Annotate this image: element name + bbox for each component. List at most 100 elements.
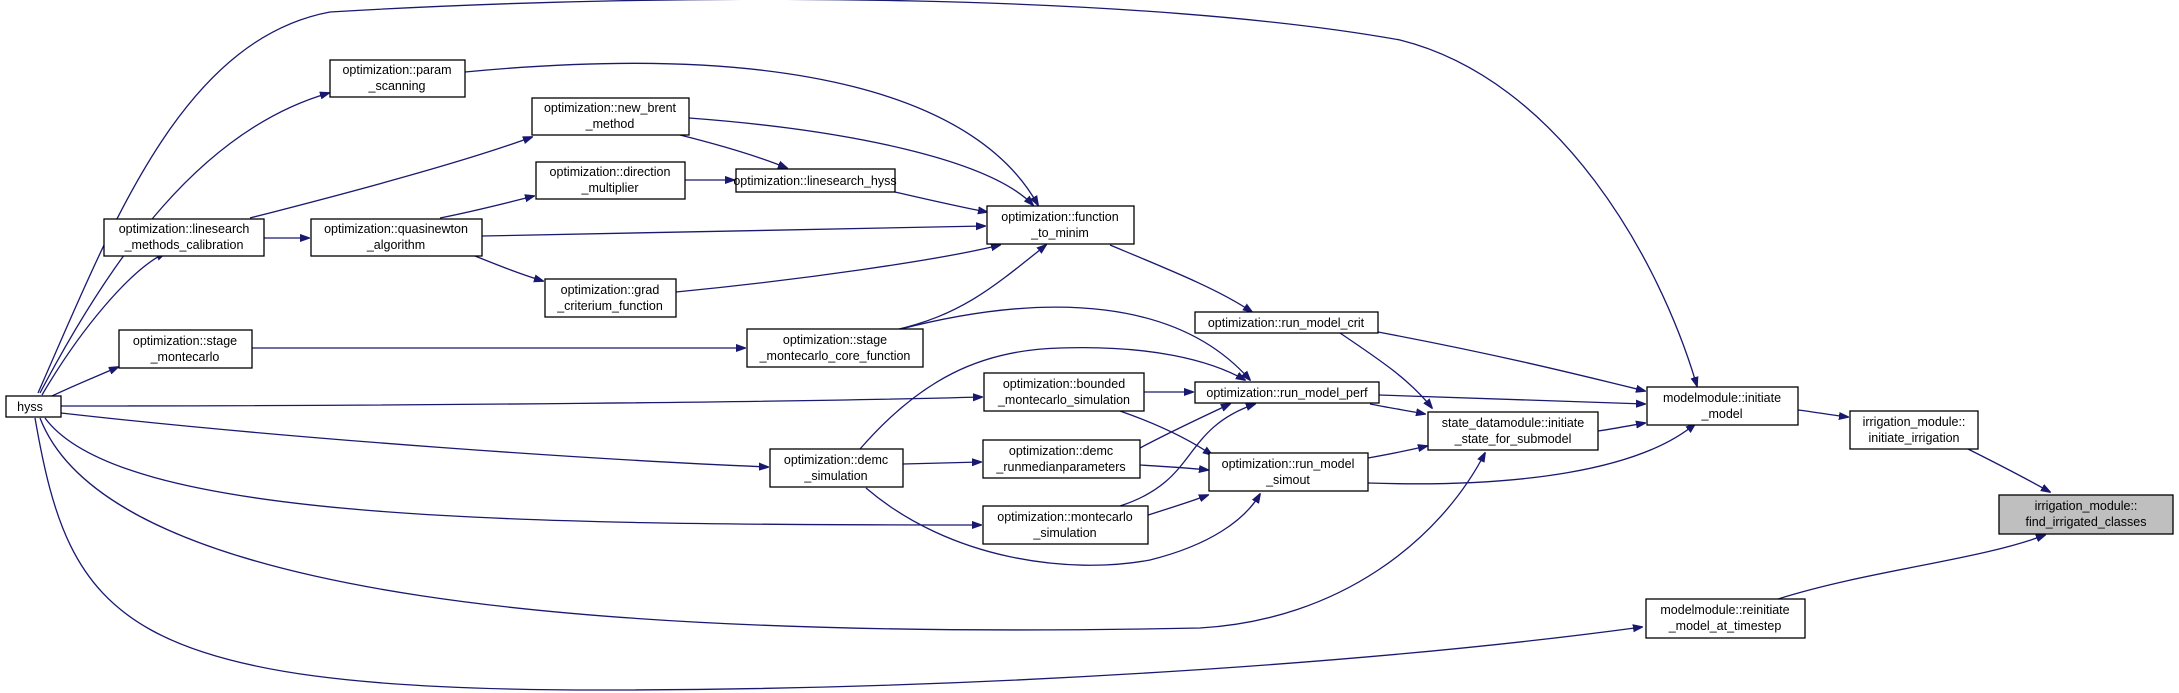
node-label: optimization::demc xyxy=(1009,444,1113,458)
edges xyxy=(34,0,2050,691)
node-label: optimization::direction xyxy=(550,165,671,179)
node-label: optimization::grad xyxy=(561,283,660,297)
edge-hyss-to-state-datamodule xyxy=(39,417,1485,631)
edge-runmedian-to-run-model-perf xyxy=(1139,404,1230,449)
node-label: optimization::stage xyxy=(783,333,887,347)
node-label: optimization::function xyxy=(1001,210,1118,224)
node-label: state_datamodule::initiate xyxy=(1442,416,1585,430)
node-linesearch-hyss[interactable]: optimization::linesearch_hyss xyxy=(733,168,897,193)
edge-initiate-model-to-irrigation xyxy=(1797,409,1848,417)
edge-montecarlo-to-run-model-perf xyxy=(1119,404,1255,507)
node-label: _methods_calibration xyxy=(124,238,244,252)
edge-quasinewton-to-direction xyxy=(439,196,534,219)
edge-quasinewton-to-grad xyxy=(474,255,543,281)
edge-irrigation-to-find xyxy=(1959,444,2050,492)
edge-run-model-crit-to-initiate xyxy=(1377,331,1645,391)
edge-function-to-run-model-crit xyxy=(1109,244,1252,312)
node-initiate-irrigation[interactable]: irrigation_module:: initiate_irrigation xyxy=(1849,410,1979,450)
node-label: optimization::bounded xyxy=(1003,377,1125,391)
edge-hyss-to-montecarlo-simulation xyxy=(44,417,981,525)
node-stage-montecarlo[interactable]: optimization::stage _montecarlo xyxy=(118,329,253,369)
node-bounded-montecarlo-simulation[interactable]: optimization::bounded _montecarlo_simula… xyxy=(983,372,1145,412)
node-label: optimization::quasinewton xyxy=(324,222,468,236)
node-label: _montecarlo xyxy=(150,350,220,364)
edge-hyss-to-linesearch-methods xyxy=(41,253,165,396)
node-hyss[interactable]: hyss xyxy=(5,395,62,418)
edge-linesearch-methods-to-new-brent xyxy=(249,137,532,219)
node-linesearch-methods-calibration[interactable]: optimization::linesearch _methods_calibr… xyxy=(103,218,265,257)
node-label: _simout xyxy=(1265,473,1310,487)
edge-grad-to-function xyxy=(675,245,1000,293)
node-grad-criterium-function[interactable]: optimization::grad _criterium_function xyxy=(544,278,677,318)
edge-hyss-to-reinitiate-model xyxy=(34,417,1642,691)
node-montecarlo-simulation[interactable]: optimization::montecarlo _simulation xyxy=(982,505,1149,545)
node-label: irrigation_module:: xyxy=(1863,415,1966,429)
node-run-model-perf[interactable]: optimization::run_model_perf xyxy=(1194,381,1380,404)
edge-linesearch-hyss-to-function xyxy=(894,191,987,212)
edge-quasinewton-to-function xyxy=(481,226,985,237)
node-label: initiate_irrigation xyxy=(1868,431,1959,445)
node-label: _montecarlo_core_function xyxy=(759,349,911,363)
edge-run-model-perf-to-state xyxy=(1369,403,1425,414)
edge-hyss-to-param-scanning xyxy=(39,93,329,394)
node-label: _simulation xyxy=(1032,526,1096,540)
node-reinitiate-model-at-timestep[interactable]: modelmodule::reinitiate _model_at_timest… xyxy=(1645,598,1806,639)
node-label: _model xyxy=(1701,407,1743,421)
edge-new-brent-to-function xyxy=(688,117,1033,205)
edge-run-model-crit-to-state xyxy=(1339,332,1432,408)
node-demc-runmedianparameters[interactable]: optimization::demc _runmedianparameters xyxy=(982,439,1141,479)
node-label: _multiplier xyxy=(581,181,639,195)
node-label: _algorithm xyxy=(366,238,425,252)
edge-simout-to-state xyxy=(1367,446,1427,459)
node-label: _model_at_timestep xyxy=(1668,619,1782,633)
node-run-model-simout[interactable]: optimization::run_model _simout xyxy=(1208,452,1369,492)
node-label: optimization::montecarlo xyxy=(997,510,1133,524)
node-label: _montecarlo_simulation xyxy=(997,393,1130,407)
edge-montecarlo-to-simout xyxy=(1147,495,1208,516)
edge-hyss-to-bounded-montecarlo xyxy=(60,397,982,407)
node-label: optimization::linesearch xyxy=(119,222,250,236)
node-label: optimization::param xyxy=(342,63,451,77)
node-label: find_irrigated_classes xyxy=(2026,515,2147,529)
node-direction-multiplier[interactable]: optimization::direction _multiplier xyxy=(535,161,686,200)
node-label: _to_minim xyxy=(1030,226,1089,240)
edge-demc-simulation-to-runmedian xyxy=(902,462,981,464)
node-label: optimization::run_model xyxy=(1222,457,1355,471)
edge-stage-core-to-run-model-perf xyxy=(896,306,1250,380)
node-label: hyss xyxy=(17,400,43,414)
node-label: _runmedianparameters xyxy=(995,460,1125,474)
node-label: modelmodule::reinitiate xyxy=(1660,603,1789,617)
edge-demc-simulation-to-run-model-perf xyxy=(859,346,1245,450)
node-new-brent-method[interactable]: optimization::new_brent _method xyxy=(531,97,690,136)
edge-demc-simulation-to-simout xyxy=(865,487,1260,566)
edge-hyss-to-demc-simulation xyxy=(60,412,768,467)
edge-hyss-to-initiate-model xyxy=(37,0,1697,394)
edge-bounded-to-simout xyxy=(1119,410,1212,455)
edge-reinitiate-to-find xyxy=(1777,535,2045,600)
node-label: optimization::demc xyxy=(784,453,888,467)
node-initiate-model[interactable]: modelmodule::initiate _model xyxy=(1646,386,1799,426)
edge-hyss-to-stage-montecarlo xyxy=(51,367,118,397)
node-state-datamodule-initiate[interactable]: state_datamodule::initiate _state_for_su… xyxy=(1427,411,1599,451)
node-demc-simulation[interactable]: optimization::demc _simulation xyxy=(769,448,904,488)
node-label: optimization::run_model_crit xyxy=(1208,316,1365,330)
node-label: optimization::new_brent xyxy=(544,101,677,115)
node-quasinewton-algorithm[interactable]: optimization::quasinewton _algorithm xyxy=(310,218,483,257)
nodes: optimization::param _scanning optimizati… xyxy=(5,59,2174,639)
edge-state-to-initiate xyxy=(1597,423,1645,432)
node-label: _method xyxy=(585,117,635,131)
node-stage-montecarlo-core-function[interactable]: optimization::stage _montecarlo_core_fun… xyxy=(746,328,924,368)
edge-run-model-perf-to-initiate xyxy=(1378,394,1645,404)
node-run-model-crit[interactable]: optimization::run_model_crit xyxy=(1194,311,1379,334)
node-function-to-minim[interactable]: optimization::function _to_minim xyxy=(986,205,1135,245)
node-param-scanning[interactable]: optimization::param _scanning xyxy=(329,59,466,98)
node-find-irrigated-classes[interactable]: irrigation_module:: find_irrigated_class… xyxy=(1998,494,2174,535)
edge-param-scanning-to-function xyxy=(464,62,1038,205)
edge-simout-to-initiate xyxy=(1367,424,1695,485)
edge-runmedian-to-simout xyxy=(1139,464,1208,470)
node-label: _state_for_submodel xyxy=(1454,432,1572,446)
node-label: optimization::run_model_perf xyxy=(1206,386,1368,400)
node-label: irrigation_module:: xyxy=(2035,499,2138,513)
node-label: _scanning xyxy=(368,79,426,93)
